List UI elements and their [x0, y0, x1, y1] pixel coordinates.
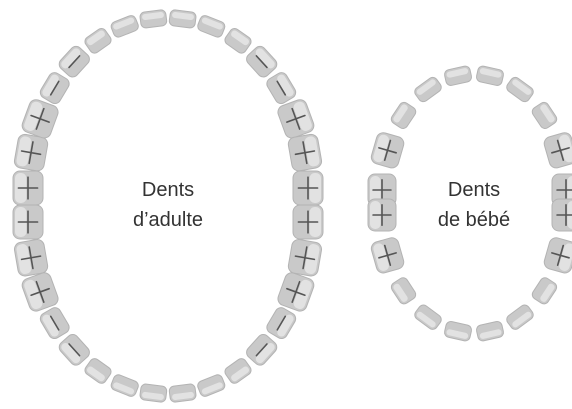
adult-upper-tooth-6 — [83, 27, 113, 56]
adult-upper-tooth-16 — [293, 171, 323, 205]
adult-lower-tooth-13 — [265, 305, 298, 340]
adult-lower-tooth-5 — [57, 332, 92, 368]
adult-lower-tooth-10 — [196, 373, 226, 397]
baby-label-line1: Dents — [448, 179, 500, 201]
baby-lower-tooth-10 — [552, 199, 572, 231]
adult-upper-tooth-3 — [20, 98, 60, 140]
baby-upper-tooth-3 — [389, 100, 417, 130]
baby-lower-tooth-4 — [413, 303, 443, 331]
baby-lower-tooth-8 — [530, 276, 558, 306]
adult-lower-tooth-15 — [287, 238, 322, 277]
adult-lower-tooth-4 — [38, 305, 71, 340]
adult-upper-tooth-11 — [223, 27, 253, 56]
adult-upper-tooth-10 — [196, 14, 226, 38]
adult-lower-tooth-8 — [139, 383, 167, 402]
adult-lower-tooth-2 — [13, 238, 48, 277]
baby-upper-tooth-6 — [476, 65, 505, 86]
baby-upper-tooth-9 — [543, 131, 572, 170]
adult-upper-tooth-7 — [110, 14, 140, 38]
adult-lower-tooth-11 — [223, 357, 253, 386]
adult-label-line2: d’adulte — [133, 209, 203, 231]
adult-upper-tooth-4 — [38, 70, 71, 105]
adult-upper-tooth-14 — [276, 98, 316, 140]
baby-label-line2: de bébé — [438, 209, 510, 231]
adult-lower-tooth-6 — [83, 357, 113, 386]
baby-upper-tooth-7 — [505, 75, 535, 103]
adult-lower-tooth-9 — [169, 383, 197, 402]
adult-upper-tooth-9 — [169, 9, 197, 28]
baby-upper-tooth-2 — [370, 131, 406, 170]
adult-lower-tooth-12 — [244, 332, 279, 368]
baby-lower-tooth-3 — [389, 276, 417, 306]
adult-upper-tooth-2 — [13, 133, 48, 172]
baby-lower-tooth-6 — [476, 321, 505, 342]
adult-lower-tooth-7 — [110, 373, 140, 397]
adult-upper-tooth-15 — [287, 133, 322, 172]
adult-teeth-group — [13, 9, 323, 402]
baby-teeth-group — [368, 65, 572, 342]
baby-lower-tooth-7 — [505, 303, 535, 331]
adult-lower-tooth-16 — [293, 205, 323, 239]
baby-upper-tooth-5 — [444, 65, 473, 86]
adult-lower-tooth-1 — [13, 205, 43, 239]
baby-lower-tooth-9 — [543, 236, 572, 274]
adult-upper-tooth-12 — [244, 44, 279, 80]
adult-upper-tooth-13 — [265, 70, 298, 105]
baby-lower-tooth-5 — [444, 321, 473, 342]
adult-lower-tooth-3 — [20, 271, 60, 313]
baby-lower-tooth-1 — [368, 199, 396, 231]
adult-upper-tooth-5 — [57, 44, 92, 80]
baby-upper-tooth-4 — [413, 75, 443, 103]
adult-label-line1: Dents — [142, 179, 194, 201]
adult-upper-tooth-1 — [13, 171, 43, 205]
adult-lower-tooth-14 — [276, 271, 316, 313]
adult-upper-tooth-8 — [139, 9, 167, 28]
baby-lower-tooth-2 — [370, 236, 406, 274]
baby-upper-tooth-8 — [530, 100, 558, 130]
